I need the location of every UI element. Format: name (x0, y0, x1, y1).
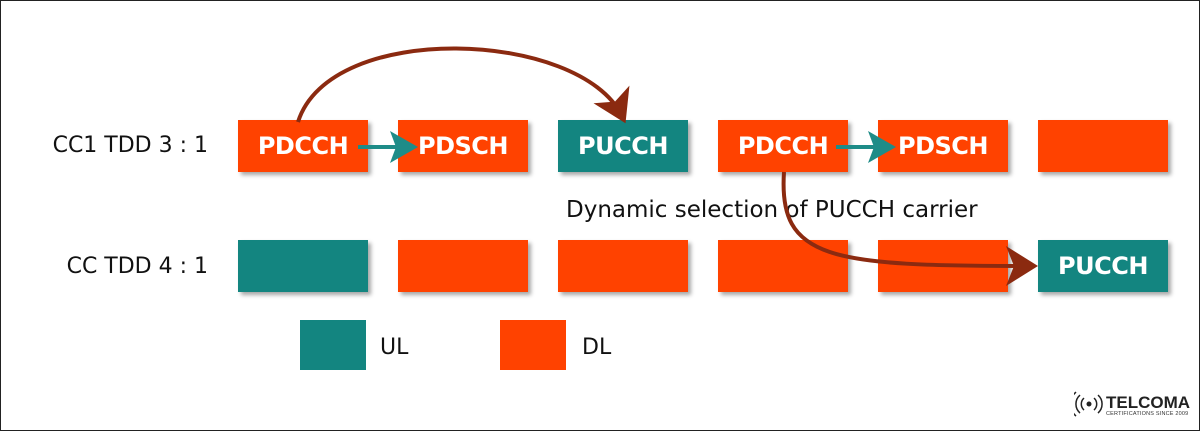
logo-tagline: CERTIFICATIONS SINCE 2009 (1106, 411, 1189, 417)
cc1-block-2: PDSCH (398, 120, 528, 172)
curved-arrow-to-pucch-cc2 (781, 171, 1038, 286)
cc1-block-5: PDSCH (878, 120, 1008, 172)
cc2-block-6: PUCCH (1038, 240, 1168, 292)
caption-dynamic-selection: Dynamic selection of PUCCH carrier (566, 197, 978, 223)
cc1-block-6 (1038, 120, 1168, 172)
cc2-block-2 (398, 240, 528, 292)
cc1-block-1: PDCCH (238, 120, 368, 172)
telcoma-logo-icon (1074, 391, 1103, 417)
logo-name: TELCOMA (1106, 393, 1191, 412)
legend-ul-label: UL (380, 335, 409, 360)
cc1-block-3: PUCCH (558, 120, 688, 172)
row-label-cc1: CC1 TDD 3 : 1 (52, 133, 208, 158)
cc2-block-3 (558, 240, 688, 292)
cc2-block-1 (238, 240, 368, 292)
row-label-cc2: CC TDD 4 : 1 (66, 254, 208, 279)
legend-ul-swatch (300, 320, 366, 370)
curved-arrow-to-pucch-cc1 (296, 46, 630, 124)
legend-dl-label: DL (582, 335, 612, 360)
cc1-block-4: PDCCH (718, 120, 848, 172)
legend-dl-swatch (500, 320, 566, 370)
